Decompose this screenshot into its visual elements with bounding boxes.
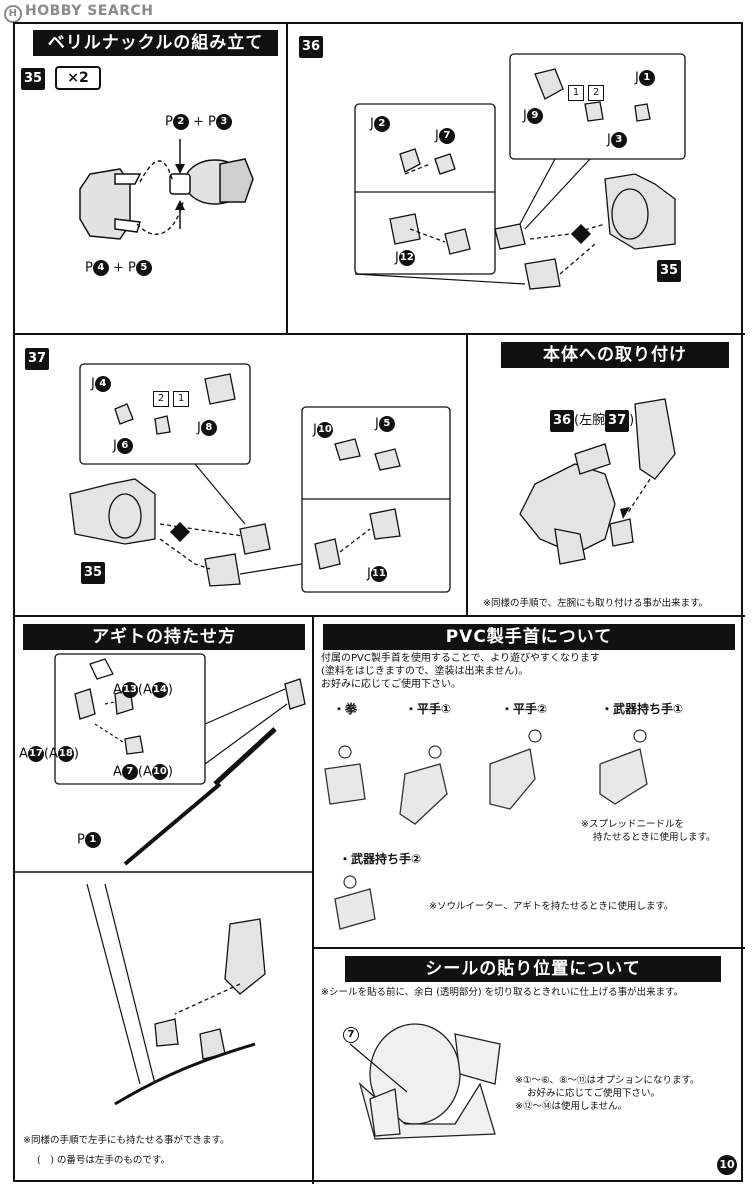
pvc-note-souleater: ※ソウルイーター、アギトを持たせるときに使用します。 <box>429 901 674 912</box>
hand-label-weapon-2: ・武器持ち手② <box>339 852 422 866</box>
knuckle-parts <box>79 158 254 240</box>
seal-intro-note: ※シールを貼る前に、余白 (透明部分) を切り取るときれいに仕上げる事が出来ます… <box>321 987 684 998</box>
section-title-seal: シールの貼り位置について <box>345 956 721 982</box>
section-title-agito: アギトの持たせ方 <box>23 624 305 650</box>
pvc-note-needle: ※スプレッドニードルを持たせるときに使用します。 <box>581 819 716 843</box>
attach-note: ※同様の手順で、左腕にも取り付ける事が出来ます。 <box>483 598 709 609</box>
hand-label-flat-2: ・平手② <box>501 702 548 716</box>
section-title-pvc: PVC製手首について <box>323 624 735 650</box>
step-number-36: 36 <box>299 36 323 58</box>
section-title-attach: 本体への取り付け <box>501 342 729 368</box>
hand-label-flat-1: ・平手① <box>405 702 452 716</box>
hand-label-fist: ・拳 <box>333 702 358 716</box>
line-art <box>15 24 745 1184</box>
reference-step-35-b: 35 <box>81 562 105 584</box>
hand-label-weapon-1: ・武器持ち手① <box>601 702 684 716</box>
part-label-a17: A17(A18) <box>19 746 79 762</box>
part-label-j10: J10 <box>313 422 333 438</box>
order-markers-36: 1 2 <box>568 84 605 101</box>
logo-icon: H <box>4 5 22 23</box>
quantity-badge: ×2 <box>55 66 101 90</box>
part-label-j12: J12 <box>395 250 415 266</box>
page-number: 10 <box>717 1155 737 1175</box>
step-number-35: 35 <box>21 68 45 90</box>
reference-step-35: 35 <box>657 260 681 282</box>
agito-note-2: ( ) の番号は左手のものです。 <box>37 1155 170 1166</box>
part-label-j11: J11 <box>367 566 387 582</box>
agito-note-1: ※同様の手順で左手にも持たせる事ができます。 <box>23 1135 230 1146</box>
part-label-a13: A13(A14) <box>113 682 173 698</box>
section-title-knuckle: ベリルナックルの組み立て <box>33 30 278 56</box>
order-markers-37: 2 1 <box>153 390 190 407</box>
seal-notes: ※①～⑥、⑧～⑪はオプションになります。 お好みに応じてご使用下さい。 ※⑫～⑭… <box>515 1075 700 1112</box>
pvc-description: 付属のPVC製手首を使用することで、より遊びやすくなります (塗料をはじきますの… <box>321 653 600 690</box>
seal-marker-7: 7 <box>343 1026 359 1043</box>
step-number-37: 37 <box>25 348 49 370</box>
